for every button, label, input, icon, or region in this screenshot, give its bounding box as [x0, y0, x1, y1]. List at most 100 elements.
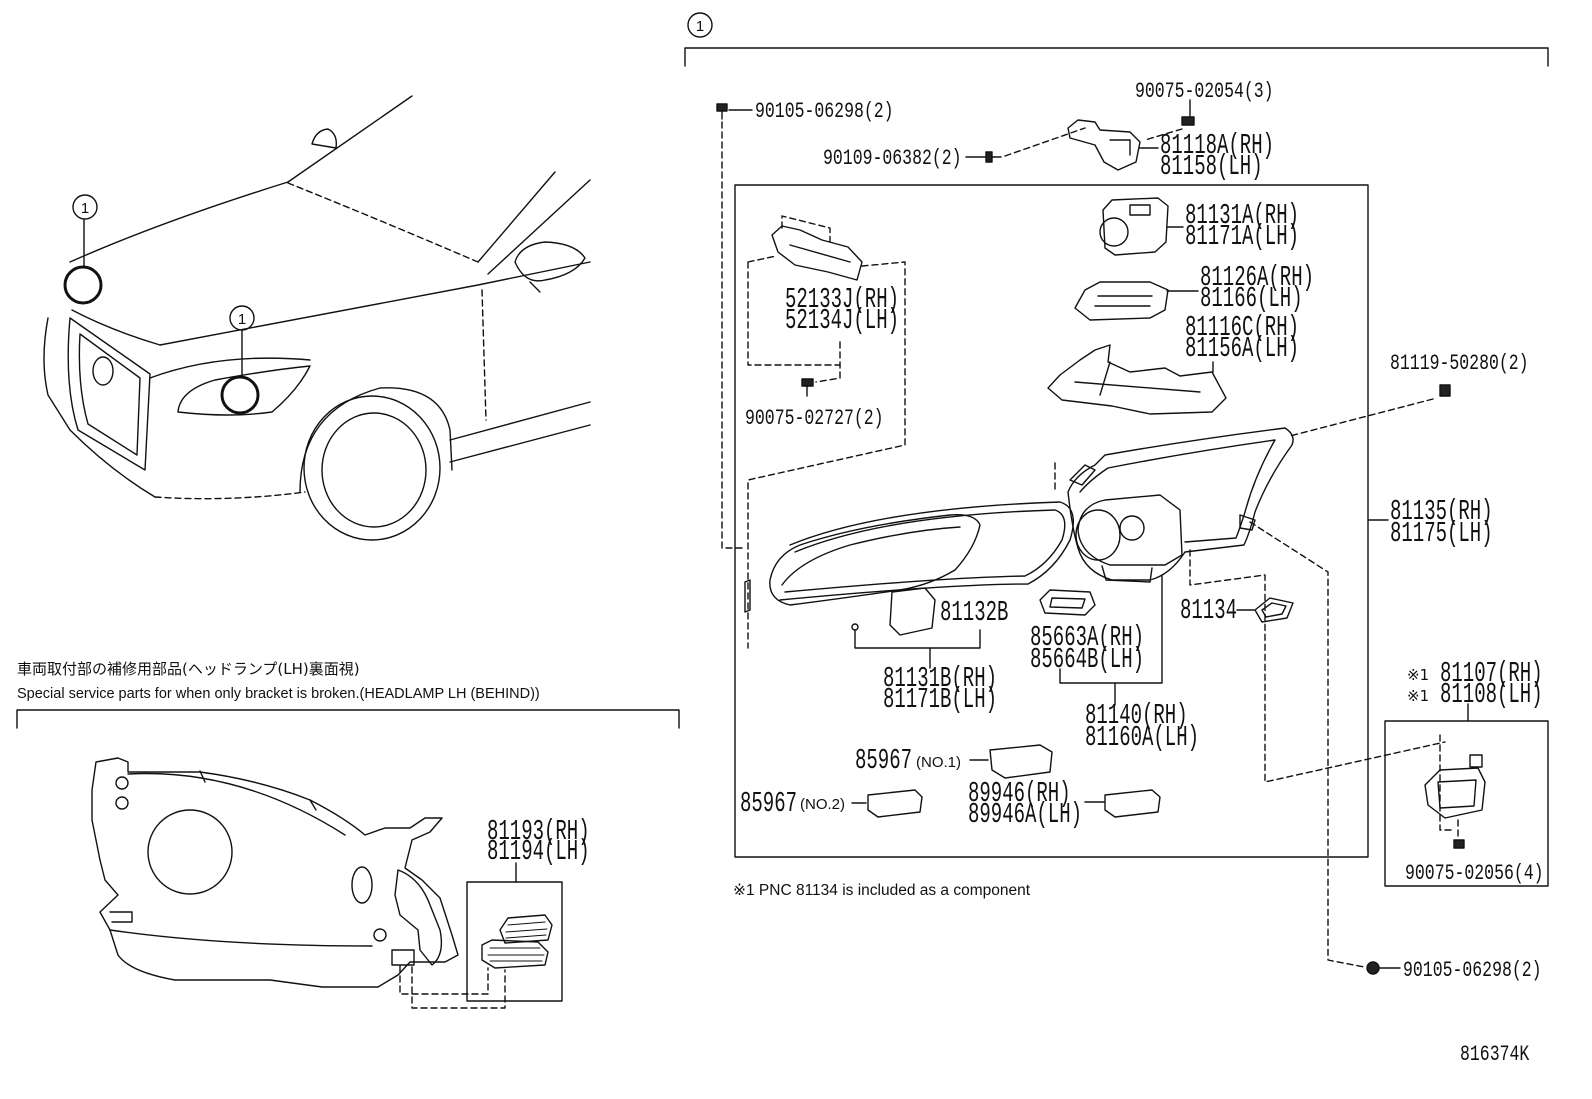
label-81193: 81193(RH)	[487, 817, 590, 849]
label-81131A: 81131A(RH)	[1185, 201, 1299, 233]
shoulder-line	[159, 261, 591, 346]
part-81135-housing	[1067, 427, 1294, 581]
headlamp-rear-outline	[91, 757, 459, 988]
dashed-path-81119	[1289, 398, 1434, 437]
label-90109: 90109-06382(2)	[823, 146, 962, 171]
front-fascia-outline	[43, 317, 156, 498]
part-81132B-lens-edge	[781, 526, 961, 586]
side-mirror-stem	[529, 281, 541, 293]
label-81118A: 81118A(RH)	[1160, 131, 1274, 163]
rocker-line-lower	[449, 424, 591, 463]
leader-81131B	[854, 629, 981, 669]
label-81171A: 81171A(LH)	[1185, 222, 1299, 254]
label-90075-02054: 90075-02054(3)	[1135, 79, 1274, 104]
label-81194: 81194(LH)	[487, 837, 590, 869]
part-89946-shape	[1104, 789, 1161, 818]
callout-number-front: 1	[81, 200, 89, 217]
fog-lamp	[92, 356, 114, 386]
label-89946: 89946(RH)	[968, 779, 1071, 811]
headlamp-rear-tab	[109, 911, 133, 923]
dashed-path-81134	[1189, 549, 1446, 783]
dashed-path-90075-02054	[1144, 128, 1183, 141]
label-81131B: 81131B(RH)	[883, 664, 997, 696]
leader-81140	[1059, 574, 1163, 706]
footnote: ※1 PNC 81134 is included as a component	[733, 882, 1031, 899]
headlamp-location-ring-side	[220, 375, 260, 415]
part-81118A-detail	[1109, 139, 1131, 156]
screw-head-icon	[716, 103, 728, 112]
label-85664B: 85664B(LH)	[1030, 645, 1144, 677]
part-81107-ballast	[1424, 767, 1486, 819]
label-85967-no2-note: (NO.2)	[800, 796, 845, 813]
label-81108: 81108(LH)	[1440, 680, 1543, 712]
dashed-path-90105-lower	[1249, 521, 1365, 968]
headlamp-rear-lower-line	[109, 929, 373, 947]
special-parts-section	[16, 709, 680, 1009]
grille-outline	[67, 317, 151, 471]
part-85663A-shape	[1039, 589, 1096, 616]
label-90075-02056: 90075-02056(4)	[1405, 861, 1544, 886]
assembly-bracket-line	[684, 47, 1549, 67]
rocker-line-upper	[449, 401, 591, 441]
label-85663A: 85663A(RH)	[1030, 623, 1144, 655]
label-81132B: 81132B	[940, 598, 1008, 630]
front-wheel-rim	[321, 412, 427, 528]
part-81131A-shape	[1102, 197, 1169, 256]
part-81135-projector-ring	[1119, 515, 1145, 541]
bolt-head-icon	[801, 378, 814, 387]
label-81119: 81119-50280(2)	[1390, 351, 1529, 376]
fender-upper-line	[149, 357, 311, 379]
part-52133J-shape	[771, 225, 863, 281]
label-81160A: 81160A(LH)	[1085, 723, 1199, 755]
special-parts-title-en: Special service parts for when only brac…	[17, 686, 540, 702]
label-90075-02727: 90075-02727(2)	[745, 406, 884, 431]
drawing-number: 816374K	[1460, 1042, 1529, 1067]
part-81132B-lower-bracket	[889, 587, 936, 636]
label-85967-no1: 85967	[855, 746, 912, 778]
mounting-hole	[115, 776, 129, 790]
part-81131A-lens	[1099, 217, 1129, 247]
vehicle-front-illustration	[43, 95, 591, 541]
cowl-line	[287, 182, 479, 263]
note-mark-81108: ※1	[1407, 687, 1429, 705]
part-81126A-shape	[1074, 281, 1169, 321]
bracket-kit-piece-lower-hatch	[487, 947, 545, 962]
headlamp-rear-band	[127, 772, 346, 836]
assembly-frame	[684, 12, 1549, 887]
hood-top-edge	[69, 181, 289, 263]
label-85967-no2: 85967	[740, 789, 797, 821]
component-shapes	[744, 119, 1486, 849]
part-81132B-side-tab	[744, 579, 751, 613]
bolt-head-icon	[1181, 116, 1195, 126]
headlamp-rear-band-ticks	[199, 770, 317, 811]
screw-head-icon	[1439, 384, 1451, 397]
rear-bracket-tab	[391, 949, 415, 966]
part-81132B-gasket-outer	[779, 501, 1074, 601]
callout-number-assembly: 1	[696, 18, 704, 35]
inner-mirror	[311, 128, 338, 149]
part-81116C-detail	[1074, 361, 1201, 396]
headlamp-assembly-box	[734, 184, 1369, 858]
label-81107: 81107(RH)	[1440, 659, 1543, 691]
front-wheel	[303, 395, 441, 541]
bolt-head-icon	[1453, 839, 1465, 849]
part-85967-no1-shape	[989, 744, 1053, 779]
bracket-kit-piece-upper	[499, 914, 553, 944]
special-parts-title-jp: 車両取付部の補修用部品(ヘッドランプ(LH)裏面視)	[17, 660, 360, 678]
part-81132B-gasket-inner	[784, 509, 1066, 593]
part-81131A-detail	[1129, 204, 1151, 216]
label-81166: 81166(LH)	[1200, 284, 1303, 316]
bracket-connector-dashed	[411, 966, 506, 1009]
part-85967-no2-shape	[867, 789, 923, 818]
part-81135-inner-edge	[1079, 439, 1276, 543]
door-shut-line	[481, 289, 487, 421]
part-81116C-shape	[1047, 344, 1227, 415]
dashed-path-90075-02727	[815, 341, 841, 383]
headlight-outline	[177, 365, 311, 416]
part-81135-projector-lens	[1075, 509, 1121, 561]
part-81107-ballast-detail	[1437, 779, 1477, 809]
label-81134: 81134	[1180, 596, 1237, 628]
bracket-connector-dashed	[399, 965, 489, 995]
part-81132B-lens	[769, 514, 981, 606]
dashed-path-90105-upper	[721, 121, 746, 549]
